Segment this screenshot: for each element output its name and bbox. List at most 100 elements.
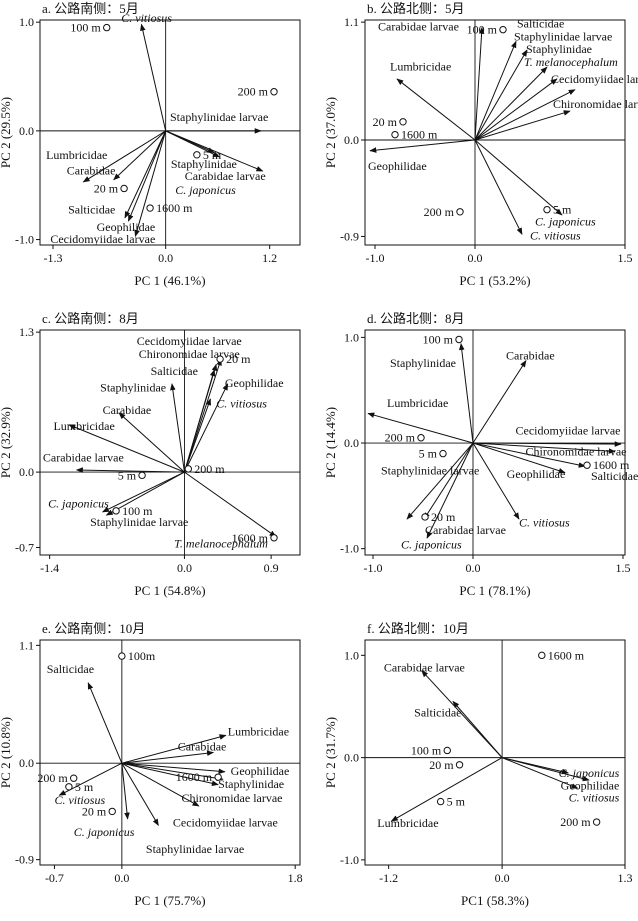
species-arrow [472, 442, 586, 468]
site-label: 5 m [553, 203, 572, 217]
x-tick-label: 0.0 [468, 251, 483, 265]
species-arrow [501, 757, 590, 782]
site-point [108, 807, 116, 816]
species-arrow [124, 130, 167, 219]
y-tick-label: 1.0 [344, 330, 359, 344]
site-label: 5 m [203, 148, 222, 162]
site-point [184, 465, 192, 473]
site-label: 5 m [419, 447, 438, 461]
species-arrow [140, 23, 167, 131]
site-label: 1600 m [232, 531, 269, 545]
site-point [112, 507, 120, 515]
site-point [439, 449, 447, 458]
site-label: 100 m [423, 333, 454, 347]
site-point [391, 130, 399, 139]
species-label: Staphylinidae [100, 380, 166, 394]
species-arrow [118, 412, 185, 473]
site-point [417, 434, 425, 442]
species-label: Lumbricidae [46, 148, 107, 162]
species-label: Carabidae larvae [384, 661, 465, 675]
species-label: Lumbricidae [53, 419, 114, 433]
species-label: Staphylinidae larvae [146, 842, 244, 856]
species-label: Cecidomyiidae larvae [551, 72, 638, 86]
species-arrow [87, 682, 123, 764]
species-label: C. vitiosus [121, 11, 172, 25]
site-label: 5 m [447, 795, 466, 809]
site-point [456, 208, 464, 216]
x-tick-label: 1.5 [618, 251, 633, 265]
species-arrow [472, 442, 616, 454]
x-axis-label: PC 1 (54.8%) [134, 583, 205, 598]
panel-title: c. 公路南侧：8月 [42, 311, 139, 326]
species-arrow [121, 734, 227, 764]
y-tick-label: -1.0 [340, 542, 359, 556]
species-label: Staphylinidae [171, 157, 237, 171]
species-label: Carabidae larvae [378, 20, 459, 34]
site-point [455, 761, 464, 769]
species-label: Carabidae larvae [185, 169, 266, 183]
x-axis-label: PC1 (58.3%) [461, 893, 529, 908]
species-label: C. vitiosus [569, 791, 620, 805]
site-label: 5 m [75, 780, 94, 794]
species-label: Chironomidae larvae [139, 347, 240, 361]
y-tick-label: 0.0 [344, 133, 359, 147]
y-tick-label: 1.3 [19, 325, 34, 339]
y-tick-label: 0.0 [344, 751, 359, 765]
y-axis-label: PC 2 (31.7%) [323, 717, 338, 788]
species-arrow [82, 130, 166, 183]
panel-title: b. 公路北侧：5月 [367, 1, 465, 16]
species-label: Salticidae [414, 706, 461, 720]
site-label: 200 m [385, 431, 416, 445]
species-arrow [121, 750, 215, 764]
site-label: 200 m [37, 771, 68, 785]
species-arrow [113, 130, 167, 181]
species-arrow [121, 763, 130, 820]
site-point [65, 783, 73, 791]
x-tick-label: -1.2 [379, 871, 398, 885]
y-axis-label: PC 2 (32.9%) [0, 407, 13, 478]
species-label: Staphylinidae larvae [170, 110, 268, 124]
species-arrow [474, 139, 563, 216]
species-arrow [474, 78, 558, 141]
species-label: Carabidae larvae [425, 523, 506, 537]
species-arrow [474, 49, 528, 141]
site-point [146, 204, 154, 212]
species-arrow [458, 343, 474, 444]
species-arrow [183, 398, 211, 473]
species-label: Geophilidae [561, 778, 620, 792]
species-arrow [165, 130, 221, 158]
species-arrow [121, 762, 219, 787]
species-arrow [472, 442, 566, 474]
y-tick-label: -1.0 [15, 233, 34, 247]
site-point [443, 746, 451, 755]
species-label: Chironomidae larvae [526, 445, 627, 459]
x-tick-label: -1.3 [44, 251, 63, 265]
site-point [270, 534, 278, 542]
site-label: 1600 m [156, 201, 193, 215]
species-arrow [421, 670, 503, 758]
site-point [592, 818, 601, 826]
site-label: 100 m [122, 504, 153, 518]
species-arrow [501, 757, 579, 789]
site-label: 100m [128, 649, 156, 663]
y-tick-label: -0.9 [340, 229, 359, 243]
species-label: Staphylinidae larvae [90, 515, 188, 529]
site-label: 20 m [373, 115, 398, 129]
site-point [543, 205, 551, 214]
species-label: C. vitiosus [216, 397, 267, 411]
species-label: Salticidae [517, 17, 564, 31]
species-label: Cecidomyiidae larvae [516, 424, 621, 438]
site-point [538, 651, 546, 660]
species-label: Cecidomyiidae larvae [137, 334, 242, 348]
y-tick-label: -0.7 [15, 540, 34, 554]
species-label: Staphylinidae [390, 356, 456, 370]
x-tick-label: -1.0 [364, 561, 383, 575]
species-label: C. japonicus [401, 538, 462, 552]
species-label: Chironomidae larvae [182, 791, 283, 805]
species-arrow [474, 110, 571, 141]
